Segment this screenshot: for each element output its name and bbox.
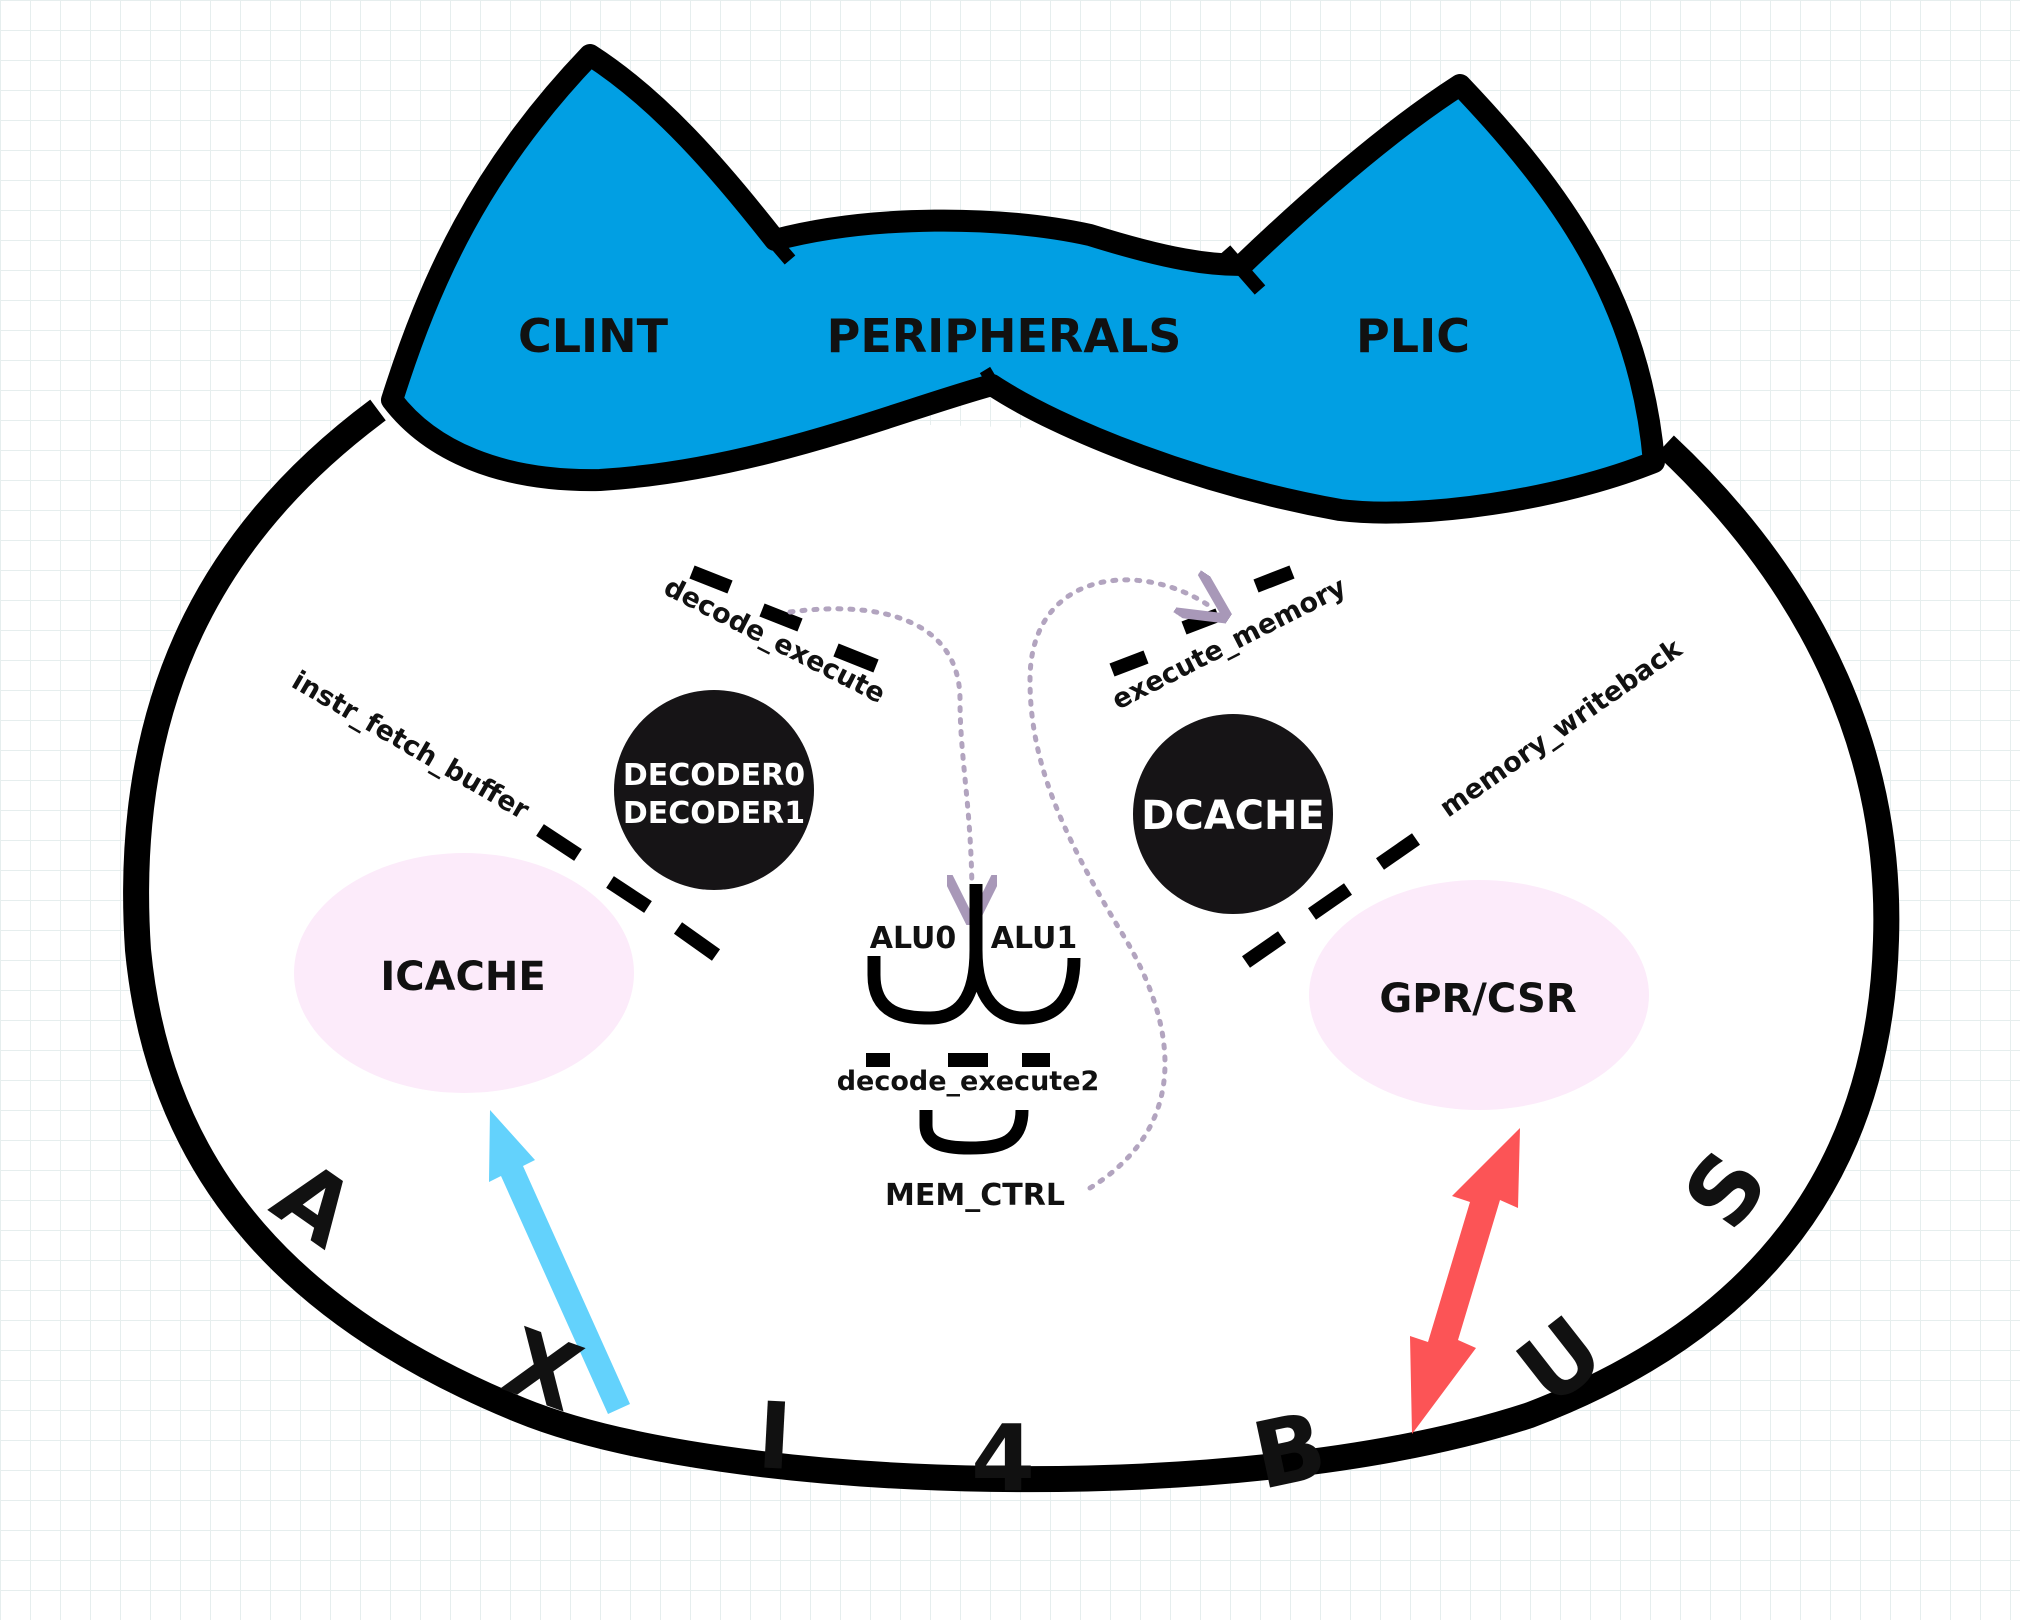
gpr-csr-label: GPR/CSR — [1379, 976, 1576, 1022]
ear-notch-left — [754, 220, 796, 265]
clint-label: CLINT — [518, 309, 669, 363]
icache-label: ICACHE — [380, 954, 545, 1000]
gpr-csr-cheek — [1309, 880, 1649, 1110]
ear-notch-right — [1219, 245, 1266, 295]
mem-ctrl-label: MEM_CTRL — [885, 1178, 1065, 1213]
peripherals-label: PERIPHERALS — [827, 309, 1182, 363]
plic-label: PLIC — [1356, 309, 1470, 363]
cat-head-outline — [123, 399, 1900, 1493]
decode-execute-dashes — [689, 565, 879, 673]
memory-writeback-dashes — [1242, 833, 1420, 968]
dcache-label: DCACHE — [1141, 793, 1325, 839]
decoder1-label: DECODER1 — [623, 796, 805, 831]
alu0-label: ALU0 — [870, 921, 957, 956]
dotted-path-decode-to-alu — [787, 606, 972, 900]
dotted-path-mem-to-execute — [1027, 580, 1208, 1191]
icache-bus-arrow — [489, 1110, 630, 1414]
decode-execute2-label: decode_execute2 — [837, 1066, 1100, 1097]
bus-letter-i: I — [755, 1382, 795, 1491]
ear-notch-center — [979, 366, 1006, 399]
gpr-csr-bus-arrow — [1410, 1128, 1520, 1434]
chin-curve — [919, 1109, 1029, 1155]
dcache-eye — [1133, 714, 1333, 914]
icache-cheek — [294, 853, 634, 1093]
instr-fetch-buffer-dashes — [536, 824, 721, 961]
decoder-eye — [614, 690, 814, 890]
bus-letter-4: 4 — [971, 1405, 1035, 1512]
peripherals-ears — [381, 44, 1665, 524]
alu1-label: ALU1 — [991, 921, 1078, 956]
decoder0-label: DECODER0 — [623, 758, 805, 793]
mouth-curve-right — [969, 949, 1081, 1025]
